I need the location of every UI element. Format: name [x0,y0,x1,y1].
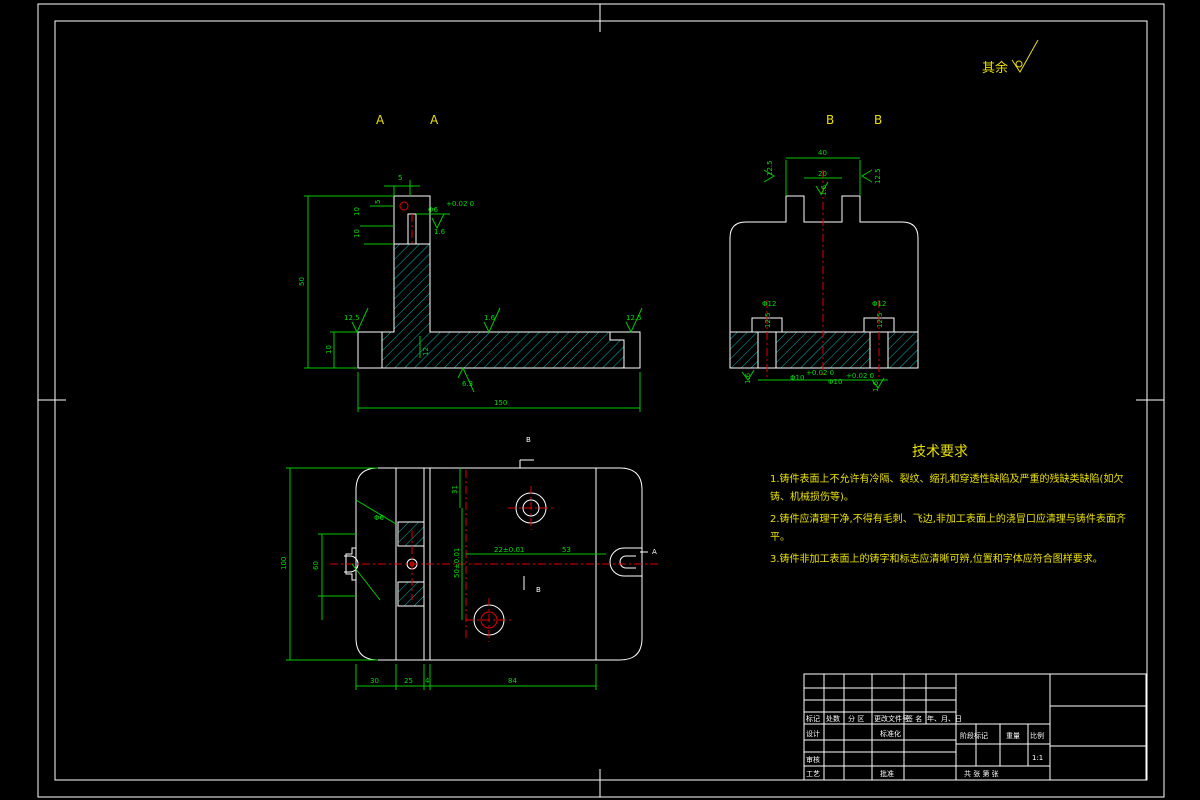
dim-inner-h: 12 [422,347,430,356]
section-view-a: 50 10 150 5 10 10 5 Φ6 +0.02 0 1.6 12 [298,174,643,412]
tb-weight: 重量 [1006,732,1020,740]
dim-plan-height: 100 [280,557,288,570]
rough-b-left: 12.5 [766,160,774,176]
tech-line1b: 铸、机械损伤等)。 [770,490,854,503]
dim-b-pin-left-tol: +0.02 0 [806,369,834,377]
tech-requirements: 技术要求 1.铸件表面上不允许有冷隔、裂纹、缩孔和穿透性缺陷及严重的残缺类缺陷(… [770,444,1126,565]
dim-plan-d1: 30 [370,677,379,685]
rough-bottom: 6.3 [462,380,473,388]
sheet-border [37,3,1165,798]
title-block: 标记 处数 分 区 更改文件号 签 名 年、月、日 设计 标准化 阶段标记 重量… [803,673,1147,781]
plan-section-a: A [652,548,657,556]
dim-total-height: 50 [298,277,306,286]
rough-hole: 1.6 [434,228,446,236]
tech-line2b: 平。 [770,532,790,543]
tb-approve: 批准 [880,769,894,778]
tech-heading: 技术要求 [912,444,968,460]
rough-mid: 1.6 [484,314,496,322]
dim-plan-d4: 84 [508,677,517,685]
dim-plan-dist-a: 22±0.01 [494,546,524,554]
dim-hole-offset: 5 [374,200,382,204]
tb-process: 工艺 [806,770,820,778]
rough-right: 12.5 [626,314,642,322]
dim-plan-d2: 25 [404,677,413,685]
rest-roughness-label: 其余 [982,60,1008,76]
dim-plan-d3: 4 [425,677,430,685]
tb-scale-val: 1:1 [1032,754,1043,762]
dim-b-pin-right-tol: +0.02 0 [846,372,874,380]
dim-plan-mid: 60 [312,561,320,570]
dim-slot-h1: 10 [353,207,361,216]
rough-b-right: 12.5 [874,168,882,184]
dim-b-hole-right: Φ12 [872,300,886,308]
tb-design: 设计 [806,729,820,738]
tb-doc: 更改文件号 [874,714,909,723]
rough-b-l: 1.6 [744,372,752,384]
dim-plan-angle: Φ6 [374,514,385,522]
dimensions-b: 40 20 12.5 12.5 1.6 Φ12 Φ12 12.5 12.5 Φ1… [741,149,888,392]
plan-section-b-top: B [526,436,531,444]
dim-plan-center-dist: 50±0.01 [453,548,461,578]
rough-b-r: 1.6 [872,380,880,392]
rest-roughness-note: 其余 [982,39,1039,76]
view-b-label-left: B [826,113,834,127]
dim-b-pin-left: Φ10 [790,374,804,382]
dim-b-top-width: 40 [818,149,827,157]
rough-left: 12.5 [344,314,360,322]
plan-view: B B A 100 60 31 50±0.01 22±0.01 53 [280,436,660,690]
dim-base-thickness: 10 [325,345,333,354]
view-a-label-left: A [376,113,385,127]
dim-top-width: 5 [398,174,402,182]
tb-sign: 签 名 [906,714,922,723]
view-b-label-right: B [874,113,882,127]
dim-b-slot-width: 20 [818,170,827,178]
plan-section-b-side: B [536,586,541,594]
dim-plan-dist-b: 53 [562,546,571,554]
dimensions-a: 50 10 150 5 10 10 5 Φ6 +0.02 0 1.6 12 [298,174,643,412]
rough-b-slot: 1.6 [820,184,828,196]
tb-zone: 分 区 [848,714,864,723]
section-view-b: 40 20 12.5 12.5 1.6 Φ12 Φ12 12.5 12.5 Φ1… [729,149,919,392]
tb-standard: 标准化 [880,729,901,738]
dim-b-depth-left: 12.5 [764,312,772,328]
tb-mark: 标记 [806,714,820,723]
dim-plan-offset-top: 31 [451,485,459,494]
tb-count: 处数 [826,714,840,723]
tech-line2a: 2.铸件应清理干净,不得有毛刺、飞边,非加工表面上的浇冒口应清理与铸件表面齐 [770,512,1126,525]
tb-review: 审核 [806,755,820,764]
tb-stage: 阶段标记 [960,731,988,740]
dim-b-hole-left: Φ12 [762,300,776,308]
dim-slot-h2: 10 [353,229,361,238]
tb-scale: 比例 [1030,731,1044,740]
dim-b-pin-right: Φ10 [828,378,842,386]
dimensions-plan: 100 60 31 50±0.01 22±0.01 53 30 25 4 84 [280,467,606,690]
tb-date: 年、月、日 [927,714,962,723]
tech-line1a: 1.铸件表面上不允许有冷隔、裂纹、缩孔和穿透性缺陷及严重的残缺类缺陷(如欠 [770,472,1123,485]
tech-line3: 3.铸件非加工表面上的铸字和标志应清晰可辨,位置和字体应符合图样要求。 [770,552,1103,565]
tb-sheets: 共 张 第 张 [964,769,999,778]
view-a-label-right: A [430,113,439,127]
dim-b-depth-right: 12.5 [876,312,884,328]
dim-hole-tol: +0.02 0 [446,200,474,208]
dim-hole-dia: Φ6 [428,206,439,214]
dim-total-length: 150 [494,399,507,407]
